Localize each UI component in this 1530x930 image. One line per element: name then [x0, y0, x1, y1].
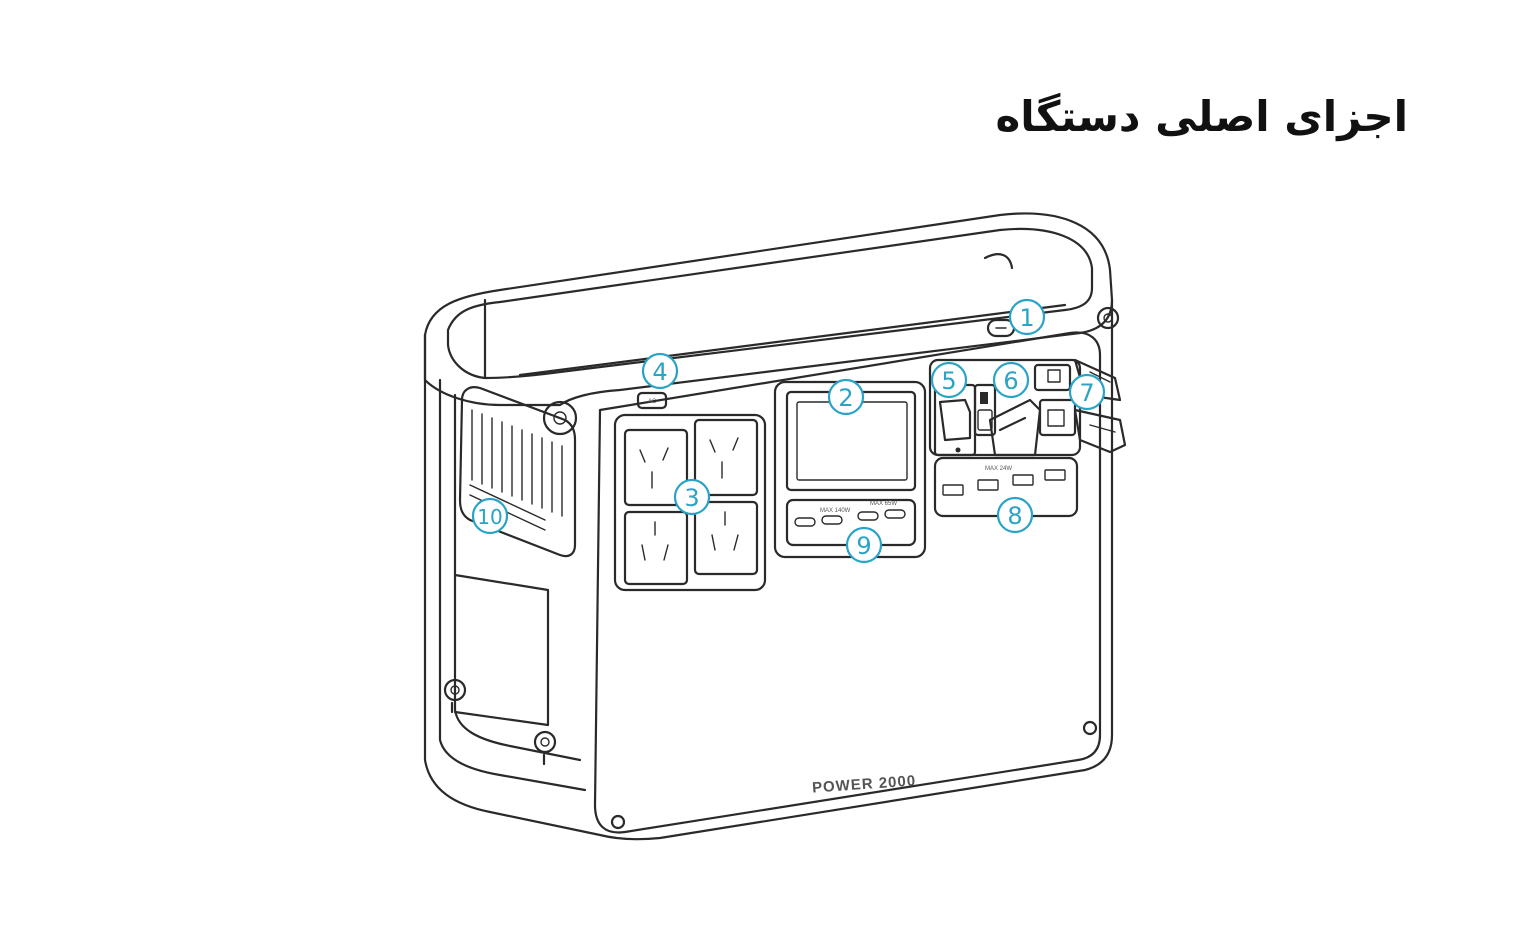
- solar-input-cover[interactable]: [988, 398, 1042, 457]
- ac-button-label: AC: [648, 399, 657, 405]
- usb-a-max-label: MAX 24W: [985, 466, 1012, 472]
- page-title: اجزای اصلی دستگاه: [995, 92, 1408, 141]
- brand-label: POWER 2000: [812, 772, 917, 796]
- ac-button[interactable]: AC: [636, 391, 668, 410]
- callout-7: 7: [1068, 373, 1106, 411]
- callout-10-label: 10: [477, 505, 502, 529]
- callout-3: 3: [673, 478, 711, 516]
- callout-4: 4: [641, 352, 679, 390]
- callout-6: 6: [992, 361, 1030, 399]
- callout-8-label: 8: [1007, 502, 1022, 530]
- callout-6-label: 6: [1003, 367, 1018, 395]
- callout-5-label: 5: [941, 367, 956, 395]
- callout-4-label: 4: [652, 358, 667, 386]
- callout-9: 9: [845, 526, 883, 564]
- callout-9-label: 9: [856, 532, 871, 560]
- ac-outlet: [623, 510, 689, 586]
- device-body: [423, 298, 1114, 841]
- callout-3-label: 3: [684, 484, 699, 512]
- callout-10: 10: [471, 497, 509, 535]
- callout-8: 8: [996, 496, 1034, 534]
- callout-2: 2: [827, 378, 865, 416]
- ac-outlet: [693, 500, 759, 576]
- usb-c-max-label-a: MAX 140W: [820, 508, 851, 514]
- ac-outlets-panel: [613, 413, 767, 592]
- callout-2-label: 2: [838, 384, 853, 412]
- ac-outlet: [693, 418, 759, 497]
- callout-1-label: 1: [1019, 304, 1034, 332]
- usb-c-ports: MAX 140W MAX 65W: [794, 501, 906, 527]
- callout-5: 5: [930, 361, 968, 399]
- ac-outlet: [623, 428, 689, 507]
- callout-7-label: 7: [1079, 379, 1094, 407]
- callout-1: 1: [1008, 298, 1046, 336]
- usb-c-max-label-b: MAX 65W: [870, 501, 897, 507]
- dc-output-ports: [1033, 363, 1077, 437]
